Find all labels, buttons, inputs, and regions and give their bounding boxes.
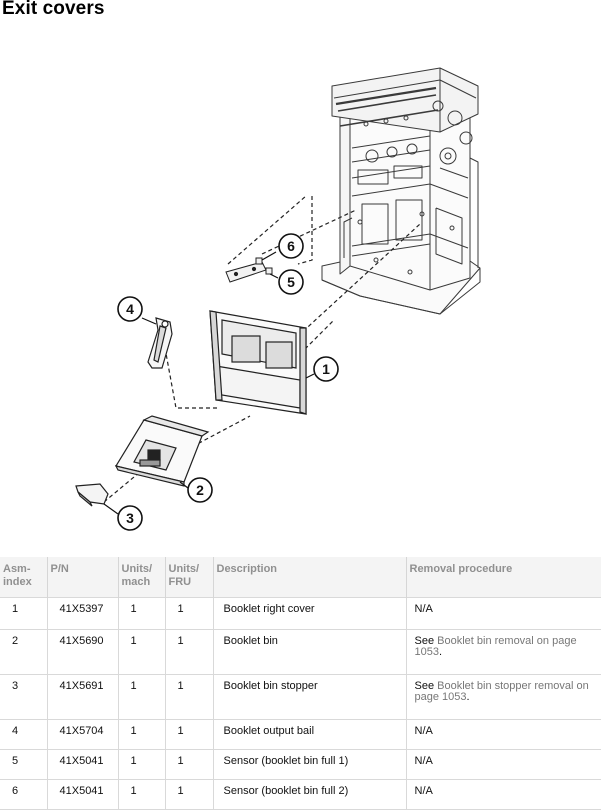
table-row: 6 41X5041 1 1 Sensor (booklet bin full 2… [0, 778, 601, 810]
table-header-row: Asm-index P/N Units/mach Units/FRU Descr… [0, 557, 601, 597]
cell-removal: N/A [406, 778, 601, 810]
parts-table: Asm-index P/N Units/mach Units/FRU Descr… [0, 557, 601, 810]
cell-units-mach: 1 [118, 673, 166, 719]
header-units-fru: Units/FRU [165, 557, 214, 597]
callout-3: 3 [103, 503, 143, 531]
cell-units-fru: 1 [165, 778, 214, 810]
callout-3-label: 3 [126, 510, 134, 526]
cell-removal: See Booklet bin removal on page 1053. [406, 628, 601, 674]
booklet-bin [114, 415, 210, 487]
cell-units-fru: 1 [165, 673, 214, 719]
cell-units-fru: 1 [165, 596, 214, 629]
cell-units-mach: 1 [118, 718, 166, 749]
cell-pn: 41X5041 [47, 748, 119, 779]
header-units-mach: Units/mach [118, 557, 166, 597]
cell-units-fru: 1 [165, 718, 214, 749]
cell-description: Sensor (booklet bin full 2) [213, 778, 407, 810]
booklet-bin-stopper [75, 483, 109, 507]
callout-1-label: 1 [322, 361, 330, 377]
cell-pn: 41X5041 [47, 778, 119, 810]
cell-index: 5 [0, 748, 48, 779]
table-row: 1 41X5397 1 1 Booklet right cover N/A [0, 596, 601, 629]
cell-description: Sensor (booklet bin full 1) [213, 748, 407, 779]
callout-5: 5 [269, 269, 304, 295]
header-removal-procedure: Removal procedure [406, 557, 601, 597]
callout-4-label: 4 [126, 301, 134, 317]
removal-suffix: . [438, 645, 443, 658]
cell-units-fru: 1 [165, 748, 214, 779]
removal-link-booklet-bin[interactable]: Booklet bin removal on page 1053 [414, 634, 577, 658]
cell-index: 1 [0, 596, 48, 629]
table-row: 2 41X5690 1 1 Booklet bin See Booklet bi… [0, 628, 601, 674]
cell-pn: 41X5691 [47, 673, 119, 719]
cell-removal: See Booklet bin stopper removal on page … [406, 673, 601, 719]
cell-description: Booklet right cover [213, 596, 407, 629]
booklet-output-bail [147, 317, 173, 369]
cell-index: 4 [0, 718, 48, 749]
callout-5-label: 5 [287, 274, 295, 290]
cell-description: Booklet bin stopper [213, 673, 407, 719]
callout-2: 2 [179, 477, 213, 503]
cell-pn: 41X5690 [47, 628, 119, 674]
removal-link-booklet-bin-stopper[interactable]: Booklet bin stopper removal on page 1053 [414, 679, 589, 703]
callout-2-label: 2 [196, 482, 204, 498]
page-title: Exit covers [2, 0, 105, 19]
callout-4: 4 [117, 296, 157, 325]
header-pn: P/N [47, 557, 119, 597]
sensor-bracket [225, 257, 273, 283]
table-row: 3 41X5691 1 1 Booklet bin stopper See Bo… [0, 673, 601, 719]
cell-description: Booklet bin [213, 628, 407, 674]
cell-units-mach: 1 [118, 748, 166, 779]
cell-removal: N/A [406, 596, 601, 629]
cell-index: 3 [0, 673, 48, 719]
callout-6: 6 [261, 233, 304, 261]
header-asm-index: Asm-index [0, 557, 48, 597]
exploded-parts-diagram: 6 5 4 1 2 3 [0, 28, 601, 553]
callout-1: 1 [305, 356, 339, 382]
cell-units-fru: 1 [165, 628, 214, 674]
booklet-right-cover [209, 310, 307, 415]
cell-removal: N/A [406, 718, 601, 749]
removal-prefix: See [414, 679, 438, 692]
header-description: Description [213, 557, 407, 597]
cell-units-mach: 1 [118, 628, 166, 674]
removal-prefix: See [414, 634, 438, 647]
cell-pn: 41X5397 [47, 596, 119, 629]
cell-index: 6 [0, 778, 48, 810]
finisher-frame [321, 67, 481, 315]
callout-6-label: 6 [287, 238, 295, 254]
cell-units-mach: 1 [118, 596, 166, 629]
cell-index: 2 [0, 628, 48, 674]
table-row: 4 41X5704 1 1 Booklet output bail N/A [0, 718, 601, 749]
cell-description: Booklet output bail [213, 718, 407, 749]
cell-units-mach: 1 [118, 778, 166, 810]
cell-removal: N/A [406, 748, 601, 779]
table-row: 5 41X5041 1 1 Sensor (booklet bin full 1… [0, 748, 601, 779]
cell-pn: 41X5704 [47, 718, 119, 749]
removal-suffix: . [466, 690, 470, 703]
